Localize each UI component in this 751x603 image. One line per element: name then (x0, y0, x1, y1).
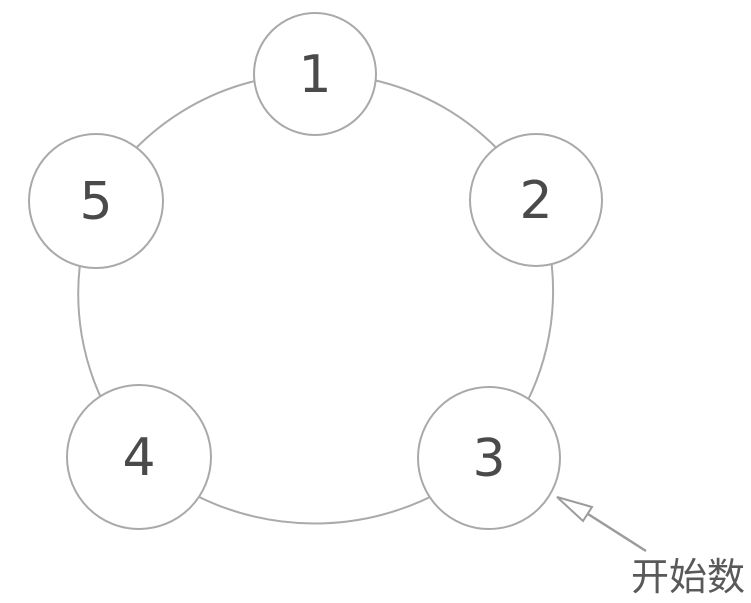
node-circle-5 (28, 133, 164, 269)
arrow-head (556, 496, 594, 523)
annotation-label: 开始数 (631, 555, 745, 599)
node-label-4: 4 (122, 428, 155, 488)
node-circle-4 (66, 384, 212, 530)
node-label-3: 3 (472, 429, 505, 489)
node-label-5: 5 (79, 172, 112, 232)
node-circle-3 (417, 386, 561, 530)
node-circle-1 (253, 12, 377, 136)
node-circle-2 (469, 133, 603, 267)
annotation-arrow-icon (556, 496, 647, 553)
node-label-2: 2 (519, 171, 552, 231)
arrow-shaft (587, 512, 647, 553)
node-label-1: 1 (298, 45, 331, 105)
